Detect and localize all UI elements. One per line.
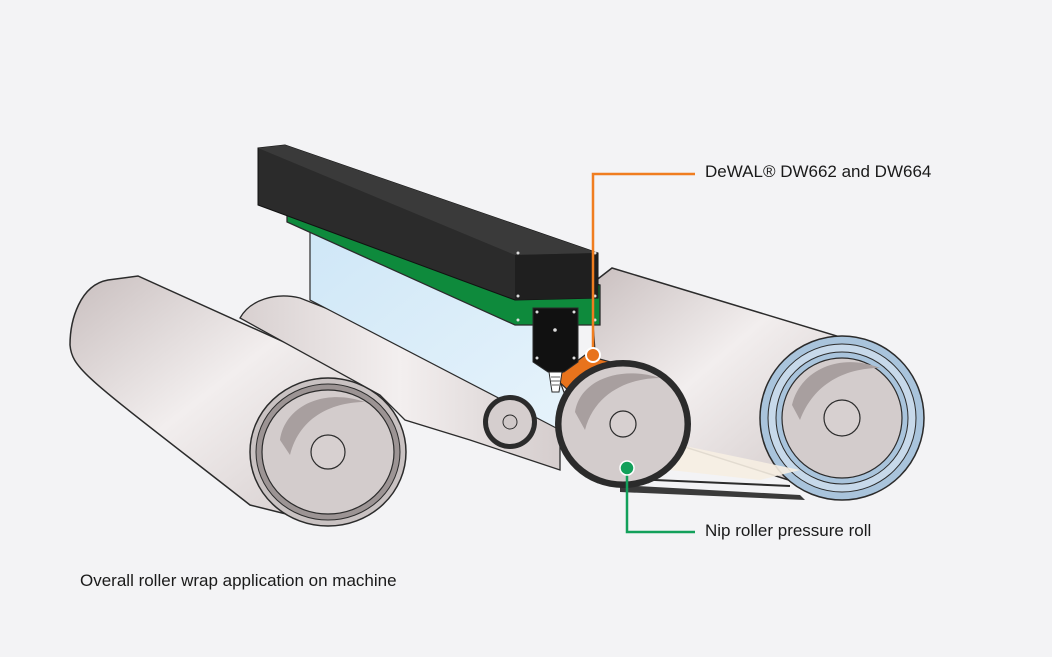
diagram-caption: Overall roller wrap application on machi… <box>80 571 397 590</box>
nip-roll <box>555 360 691 488</box>
web-sheet <box>239 295 561 471</box>
nip-roller-callout <box>619 460 695 534</box>
left-large-roll <box>69 275 407 527</box>
black-top-beam <box>257 144 599 322</box>
applicator-head <box>532 307 579 393</box>
nip-roller-label: Nip roller pressure roll <box>705 521 872 540</box>
green-dot-marker-icon <box>619 460 635 476</box>
applicator-label: DeWAL® DW662 and DW664 <box>705 162 932 181</box>
small-idler-roll <box>483 395 537 449</box>
applicator-callout <box>585 172 695 363</box>
orange-ring-marker-icon <box>585 347 601 363</box>
